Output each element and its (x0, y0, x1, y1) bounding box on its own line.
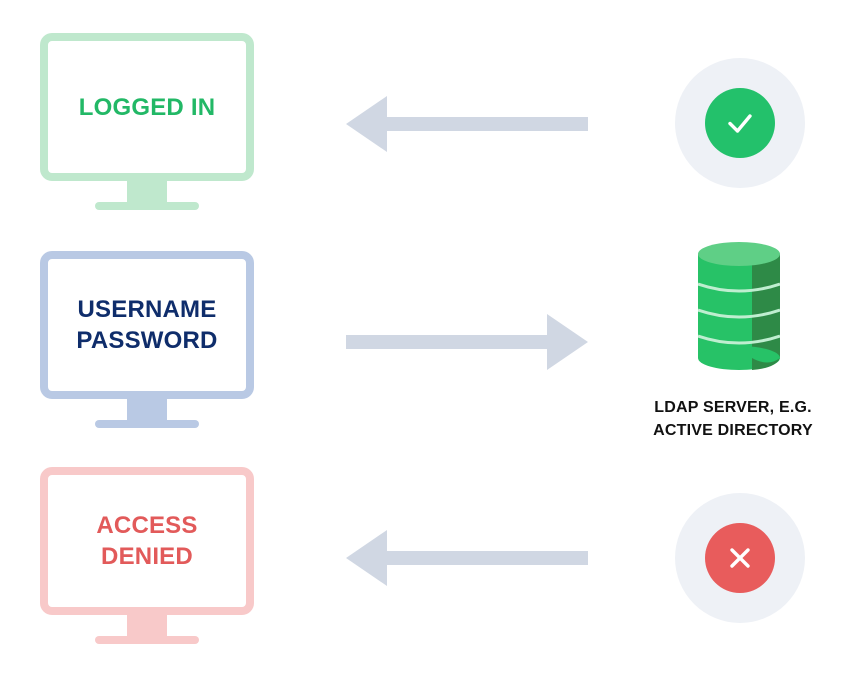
username-label: USERNAME (77, 296, 217, 323)
database-icon (698, 242, 780, 370)
server-label: LDAP SERVER, E.G. ACTIVE DIRECTORY (620, 396, 846, 442)
monitor-screen: USERNAME PASSWORD (40, 251, 254, 399)
access-denied-line-1: ACCESS (96, 512, 198, 539)
success-circle (705, 88, 775, 158)
server-label-line-2: ACTIVE DIRECTORY (653, 422, 813, 439)
check-icon (728, 114, 752, 133)
arrow-right-icon (346, 314, 588, 370)
logged-in-text: LOGGED IN (79, 92, 215, 123)
logged-in-line-1: LOGGED IN (78, 93, 216, 121)
monitor-base (95, 202, 199, 210)
credentials-text: USERNAME PASSWORD (76, 294, 217, 356)
arrow-left-icon (346, 530, 588, 586)
monitor-base (95, 420, 199, 428)
monitor-base (95, 636, 199, 644)
failure-circle (705, 523, 775, 593)
monitor-neck (127, 615, 167, 636)
password-label: PASSWORD (76, 327, 218, 354)
close-icon (730, 548, 750, 568)
failure-badge (675, 493, 805, 623)
monitor-screen: ACCESS DENIED (40, 467, 254, 615)
monitor-neck (127, 181, 167, 202)
monitor-neck (127, 399, 167, 420)
arrow-left-icon (346, 96, 588, 152)
success-badge (675, 58, 805, 188)
monitor-screen: LOGGED IN (40, 33, 254, 181)
access-denied-line-2: DENIED (101, 543, 193, 570)
access-denied-text: ACCESS DENIED (96, 510, 197, 572)
server-label-line-1: LDAP SERVER, E.G. (654, 399, 812, 416)
